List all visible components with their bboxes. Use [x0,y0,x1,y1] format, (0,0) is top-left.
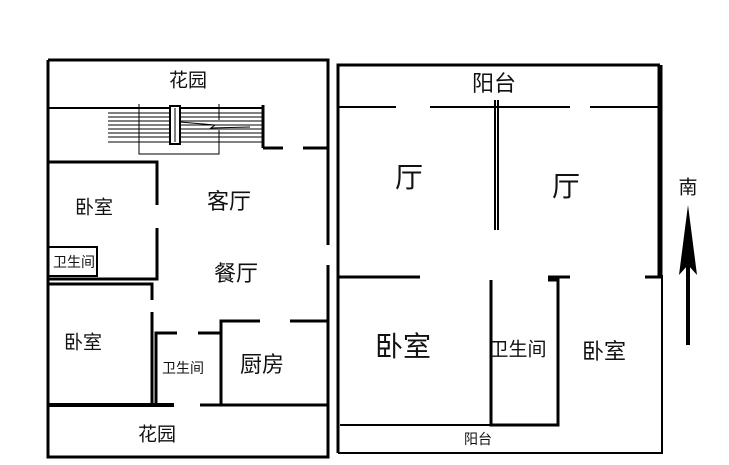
room-label-garden-bottom: 花园 [137,423,177,446]
north-arrow-icon [679,205,697,345]
room-label-kitchen: 厨房 [239,353,285,378]
room-label-bedroom-right: 卧室 [581,340,627,365]
room-label-bathroom-small: 卫生间 [53,255,95,271]
room-label-garden-top: 花园 [168,69,208,92]
room-label-hall-left: 厅 [394,161,424,194]
room-label-dining-room: 餐厅 [213,262,259,287]
room-label-bedroom-left: 卧室 [374,330,432,363]
room-label-bedroom-1: 卧室 [74,196,114,219]
room-label-hall-right: 厅 [551,170,581,203]
compass-label: 南 [678,176,698,199]
room-label-balcony-bottom: 阳台 [464,432,492,448]
room-label-living-room: 客厅 [206,190,252,215]
left-plan-walls [46,58,330,459]
room-label-bathroom-center: 卫生间 [162,361,204,377]
staircase [108,104,262,155]
room-label-bedroom-2: 卧室 [63,331,103,354]
room-label-bathroom: 卫生间 [489,338,547,361]
room-label-balcony-top: 阳台 [471,72,517,97]
right-plan-walls [336,63,663,454]
